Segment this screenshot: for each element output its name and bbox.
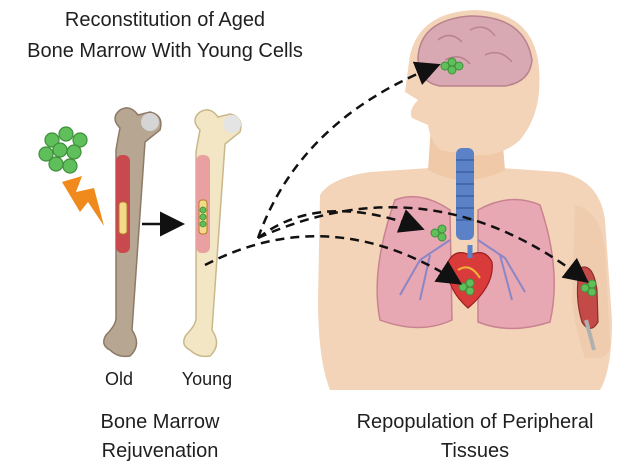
repopulation-caption-line-1: Repopulation of Peripheral xyxy=(330,409,620,435)
bone-marrow-caption-line-1: Bone Marrow xyxy=(60,409,260,435)
lightning-icon xyxy=(62,176,104,226)
bone-marrow-caption-line-2: Rejuvenation xyxy=(60,438,260,464)
repopulation-caption-line-2: Tissues xyxy=(330,438,620,464)
trachea xyxy=(456,148,474,240)
old-bone-label: Old xyxy=(84,366,154,392)
cell-cluster-icon xyxy=(39,127,87,173)
old-bone xyxy=(104,108,161,357)
young-bone xyxy=(184,110,241,357)
young-bone-label: Young xyxy=(162,366,252,392)
bone-cell-cluster-icon xyxy=(200,207,206,227)
